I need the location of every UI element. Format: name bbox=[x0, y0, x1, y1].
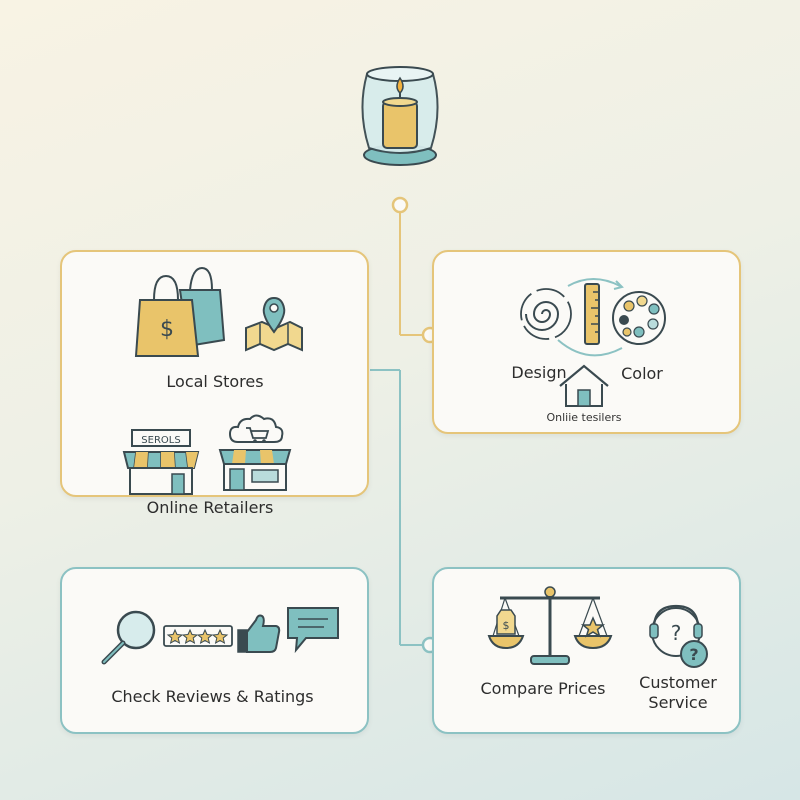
thumbs-up-icon bbox=[237, 614, 281, 653]
svg-text:?: ? bbox=[689, 645, 698, 664]
customer-service-icon: ? ? bbox=[649, 604, 708, 668]
design-label: Design bbox=[511, 363, 567, 382]
reviews-label: Check Reviews & Ratings bbox=[111, 687, 314, 706]
candle-jar-icon bbox=[361, 66, 439, 166]
map-pin-icon bbox=[245, 296, 303, 352]
svg-text:?: ? bbox=[671, 621, 682, 645]
star-rating-icon bbox=[163, 625, 233, 647]
svg-text:$: $ bbox=[503, 619, 510, 632]
store-sign-text: SEROLS bbox=[141, 435, 180, 446]
customer-service-label: Customer Service bbox=[628, 673, 728, 713]
compare-prices-label: Compare Prices bbox=[480, 679, 606, 698]
ruler-icon bbox=[584, 283, 600, 345]
balance-scale-icon: $ bbox=[487, 586, 613, 665]
color-label: Color bbox=[621, 364, 663, 383]
house-icon bbox=[559, 364, 609, 407]
cycle-arrows-icon bbox=[557, 278, 624, 357]
storefront-icon: SEROLS bbox=[122, 429, 200, 495]
online-store-icon bbox=[218, 414, 292, 491]
magnifier-icon bbox=[101, 610, 156, 665]
reviews-card bbox=[60, 567, 369, 734]
connector-node-top bbox=[391, 196, 409, 214]
stores-card bbox=[60, 250, 369, 497]
swirl-pattern-icon bbox=[520, 288, 572, 340]
chat-bubble-icon bbox=[287, 607, 339, 654]
svg-text:$: $ bbox=[160, 317, 174, 342]
customer-service-line1: Customer bbox=[639, 673, 717, 692]
shopping-bags-icon: $ bbox=[134, 266, 226, 357]
online-retailers-label: Online Retailers bbox=[146, 498, 274, 517]
local-stores-label: Local Stores bbox=[166, 372, 264, 391]
design-sub-label: Onliie tesilers bbox=[546, 411, 622, 424]
color-palette-icon bbox=[612, 291, 666, 345]
customer-service-line2: Service bbox=[648, 693, 708, 712]
